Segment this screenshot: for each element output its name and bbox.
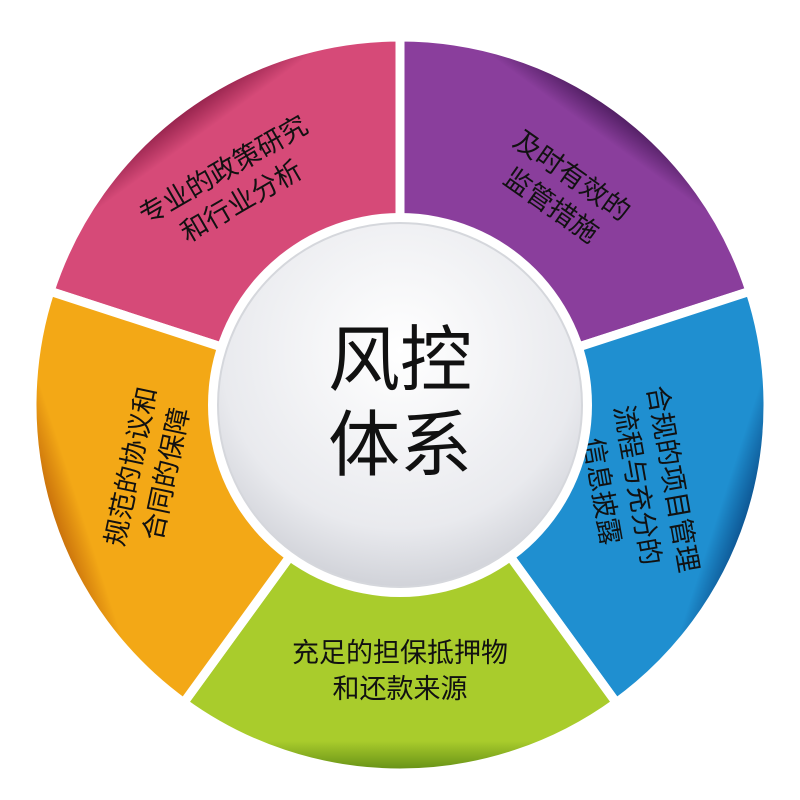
center-title-line-1: 风控 <box>328 318 472 402</box>
segment-label-line: 和还款来源 <box>333 674 468 705</box>
segment-label-line: 充足的担保抵押物 <box>292 638 508 669</box>
hub-circle <box>217 222 583 588</box>
center-title-line-2: 体系 <box>328 403 472 487</box>
